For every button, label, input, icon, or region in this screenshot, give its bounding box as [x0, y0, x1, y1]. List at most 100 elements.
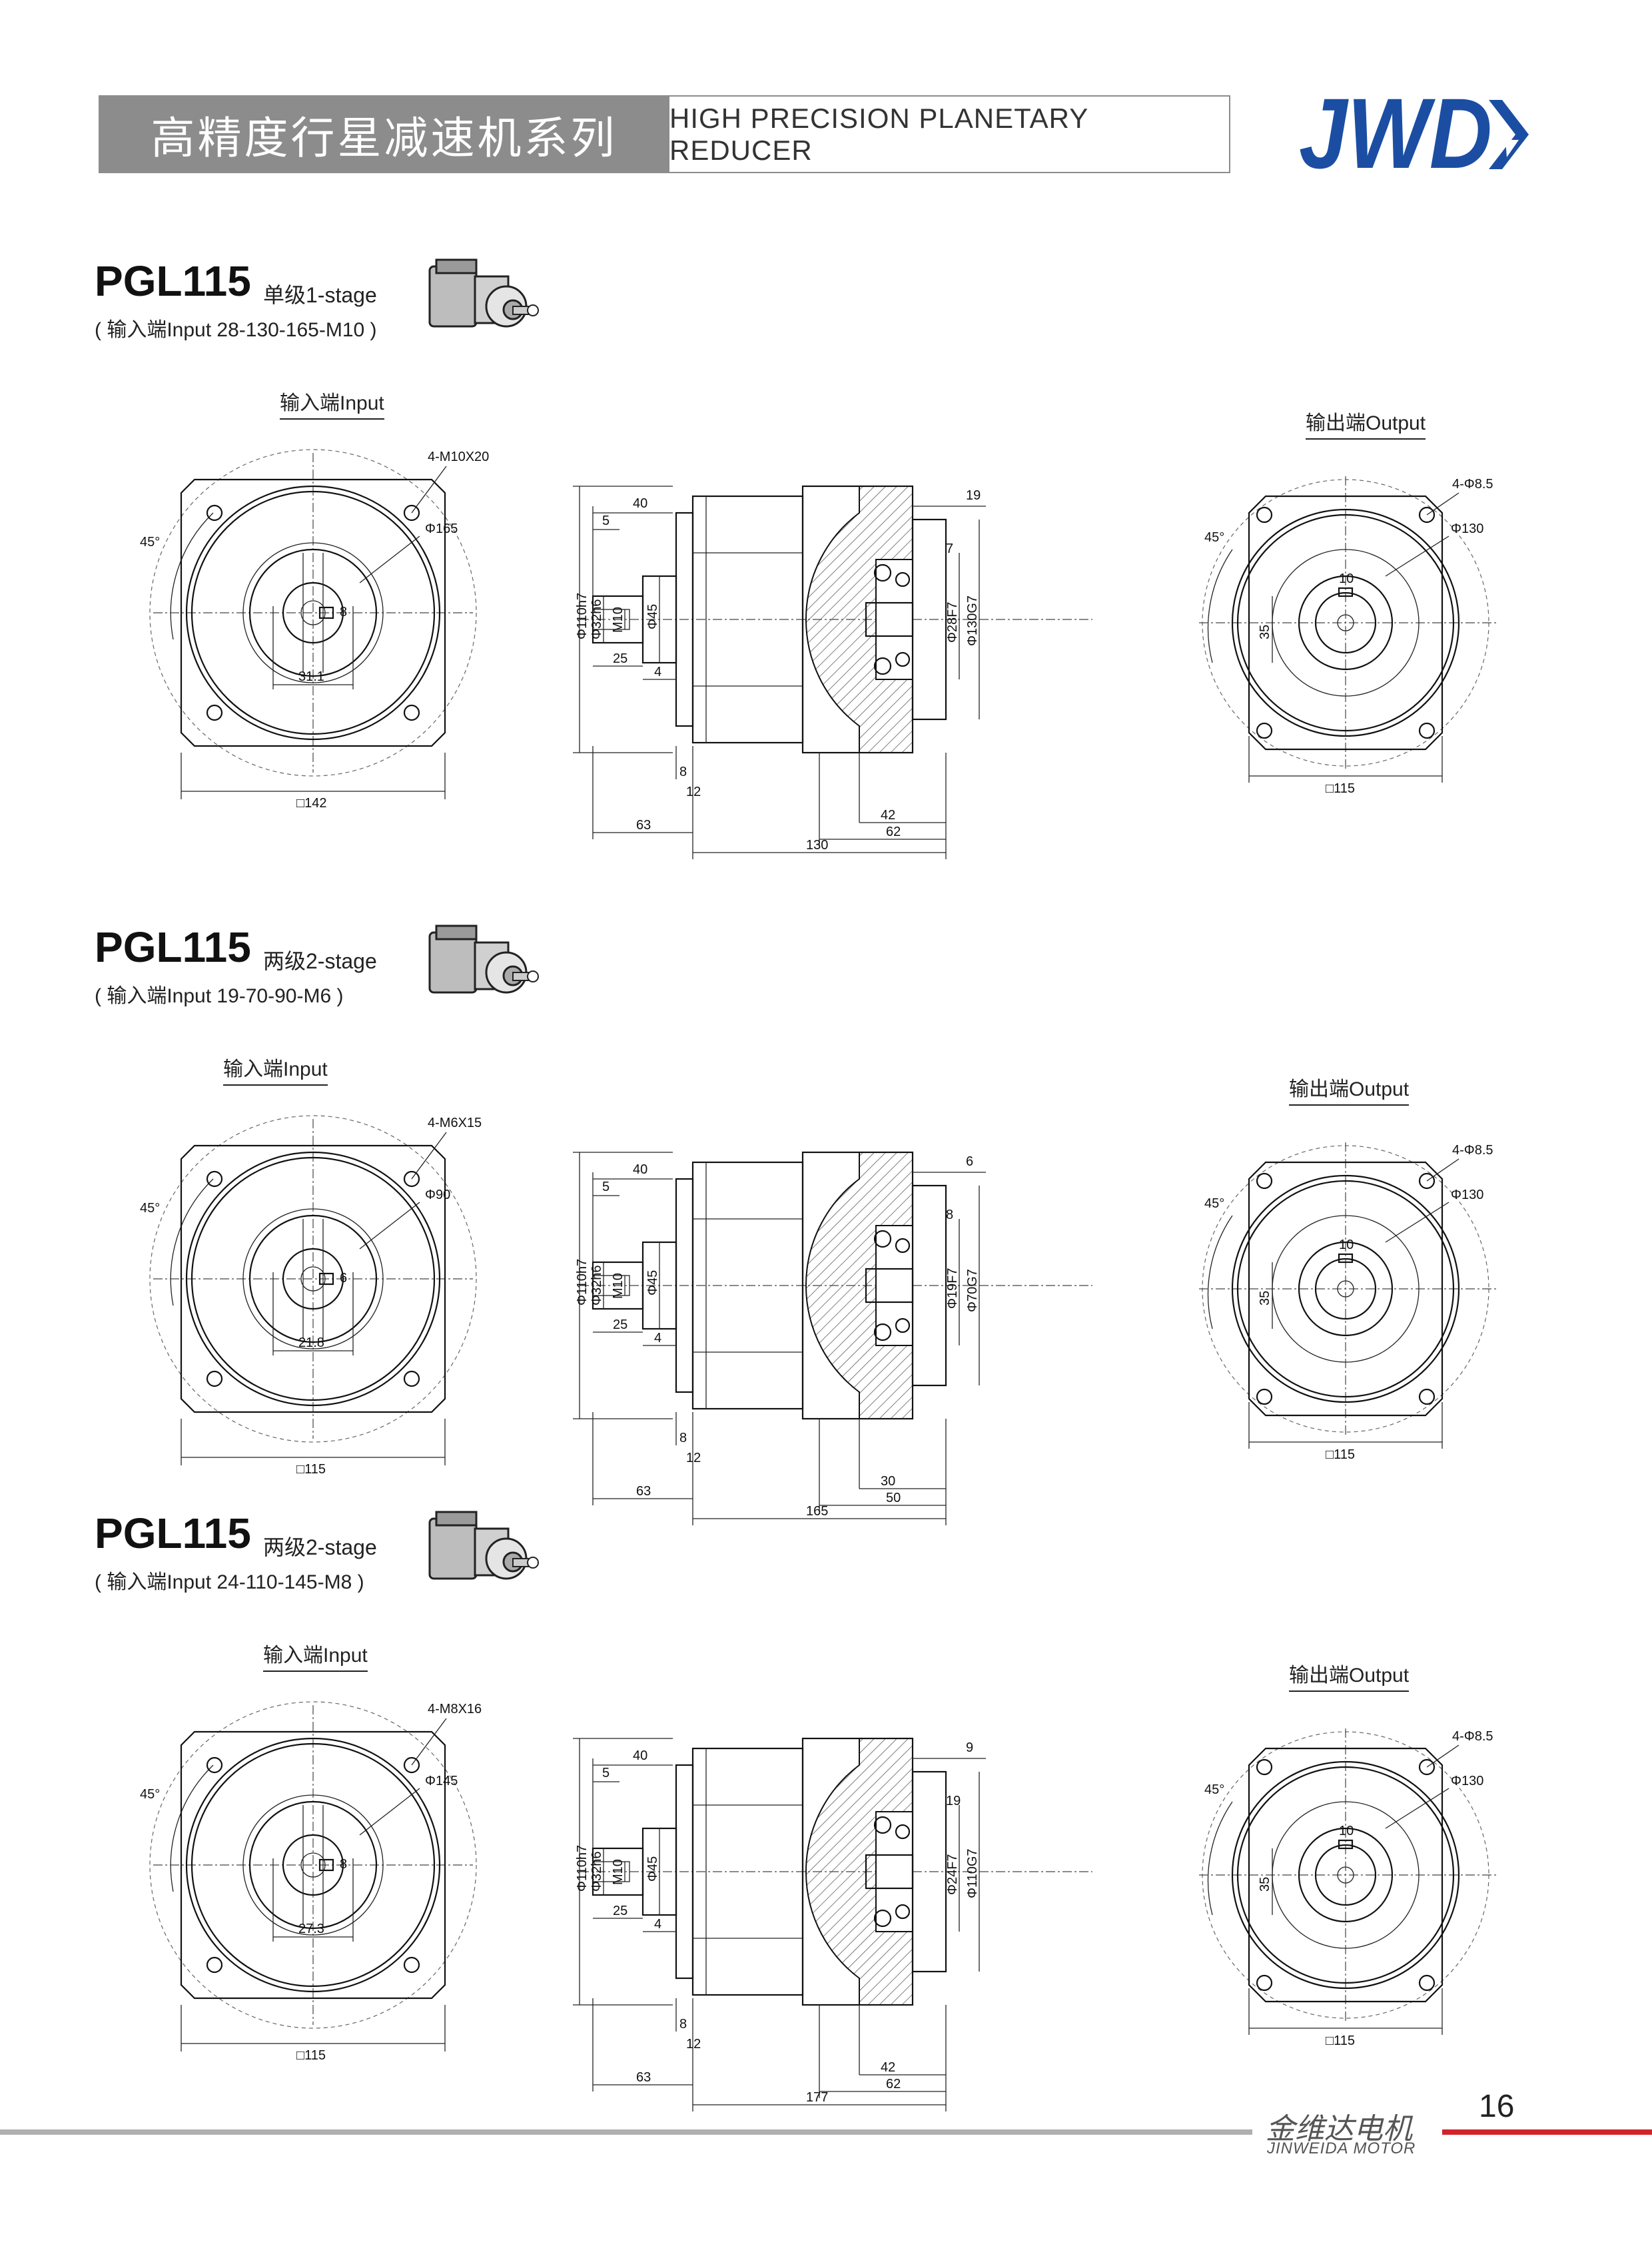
side-section-view: Φ110h7 Φ32h6 M10 Φ45 Φ24F7 Φ110G7 5 40 2…: [573, 1737, 1092, 2111]
dim-40: 40: [633, 1748, 647, 1763]
output-diameter-label: Φ110G7: [965, 1848, 980, 1898]
model-name: PGL115: [95, 1509, 251, 1557]
footer-rule-red: [1442, 2129, 1652, 2135]
output-end-view: 4-Φ8.5 Φ130 45° 10 35 □115: [1199, 1728, 1499, 2048]
dim-25: 25: [613, 651, 627, 666]
input-pcd-label: Φ145: [425, 1774, 458, 1788]
output-holes-label: 4-Φ8.5: [1452, 1729, 1493, 1744]
dim-right-4: 7: [946, 542, 953, 556]
dim-total: 165: [806, 1504, 828, 1519]
logo-chevron-icon: [1489, 100, 1529, 169]
dim-right-1: 42: [881, 2060, 895, 2075]
input-pcd-label: Φ165: [425, 522, 458, 536]
output-caption: 输出端Output: [1289, 1072, 1410, 1106]
stage-label: 两级2-stage: [263, 949, 377, 973]
input-angle-label: 45°: [140, 535, 160, 550]
shaft-thread-label: M10: [611, 1859, 625, 1885]
dim-8: 8: [679, 1431, 687, 1445]
output-caption: 输出端Output: [1289, 1659, 1410, 1692]
dim-right-2: 62: [886, 2077, 901, 2091]
output-bore-label: Φ24F7: [945, 1854, 960, 1895]
output-height-label: 35: [1258, 625, 1272, 639]
dim-63: 63: [636, 2070, 651, 2085]
input-thread-label: 4-M10X20: [428, 450, 489, 464]
dim-4: 4: [654, 665, 661, 679]
dim-63: 63: [636, 818, 651, 833]
dim-5: 5: [602, 1766, 610, 1780]
output-holes-label: 4-Φ8.5: [1452, 1143, 1493, 1158]
output-angle-label: 45°: [1204, 1782, 1224, 1797]
dim-right-4: 8: [946, 1208, 953, 1222]
input-end-view: 4-M10X20 Φ165 45° 8 31.1 □142: [140, 449, 489, 811]
shaft-diameter-label: Φ32h6: [590, 599, 604, 639]
shaft-diameter-label: Φ32h6: [590, 1266, 604, 1306]
dim-63: 63: [636, 1484, 651, 1499]
reducer-thumbnail-icon: [428, 258, 539, 328]
dim-right-4: 19: [946, 1794, 961, 1808]
input-square-label: □115: [296, 1462, 326, 1477]
model-name: PGL115: [95, 257, 251, 305]
input-pcd-label: Φ90: [425, 1188, 450, 1202]
dim-right-1: 30: [881, 1474, 895, 1489]
input-key-label: 8: [340, 605, 347, 619]
output-angle-label: 45°: [1204, 1196, 1224, 1211]
input-caption: 输入端Input: [223, 1052, 328, 1086]
stage-label: 单级1-stage: [263, 283, 377, 307]
flange-diameter-label: Φ110h7: [575, 1845, 590, 1892]
dim-right-3: 9: [966, 1740, 973, 1755]
input-angle-label: 45°: [140, 1787, 160, 1802]
flange-diameter-label: Φ110h7: [575, 1259, 590, 1306]
body-diameter-label: Φ45: [645, 1856, 660, 1882]
input-spec: ( 输入端Input 24-110-145-M8 ): [95, 1571, 364, 1593]
input-spec: ( 输入端Input 28-130-165-M10 ): [95, 319, 377, 341]
output-key-label: 10: [1339, 1238, 1354, 1252]
output-diameter-label: Φ130G7: [965, 595, 980, 646]
input-spec: ( 输入端Input 19-70-90-M6 ): [95, 985, 344, 1007]
output-angle-label: 45°: [1204, 530, 1224, 545]
output-caption: 输出端Output: [1306, 406, 1426, 440]
output-bore-label: Φ28F7: [945, 601, 960, 643]
side-section-view: Φ110h7 Φ32h6 M10 Φ45 Φ19F7 Φ70G7 5 40 25…: [573, 1151, 1092, 1525]
header-title-cn: 高精度行星减速机系列: [151, 112, 618, 164]
dim-total: 177: [806, 2090, 828, 2105]
input-end-view: 4-M6X15 Φ90 45° 6 21.8 □115: [140, 1115, 482, 1477]
output-pcd-label: Φ130: [1451, 1188, 1483, 1202]
input-shaft-label: 31.1: [298, 669, 324, 684]
dim-8: 8: [679, 2017, 687, 2032]
dim-12: 12: [686, 785, 701, 799]
side-section-view: Φ110h7 Φ32h6 M10 Φ45 Φ28F7 Φ130G7 5 40 2…: [573, 485, 1092, 859]
dim-40: 40: [633, 1162, 647, 1177]
input-end-view: 4-M8X16 Φ145 45° 8 27.3 □115: [140, 1701, 482, 2063]
dim-25: 25: [613, 1904, 627, 1918]
input-shaft-label: 27.3: [298, 1922, 324, 1936]
reducer-thumbnail-icon: [428, 1511, 539, 1580]
output-diameter-label: Φ70G7: [965, 1269, 980, 1312]
output-pcd-label: Φ130: [1451, 522, 1483, 536]
header-title-en-box: HIGH PRECISION PLANETARY REDUCER: [669, 95, 1230, 173]
dim-8: 8: [679, 765, 687, 779]
footer-brand-en: JINWEIDA MOTOR: [1267, 2139, 1416, 2157]
output-height-label: 35: [1258, 1291, 1272, 1306]
body-diameter-label: Φ45: [645, 1270, 660, 1296]
input-caption: 输入端Input: [263, 1639, 368, 1672]
model-name: PGL115: [95, 923, 251, 971]
shaft-thread-label: M10: [611, 1273, 625, 1299]
dim-4: 4: [654, 1917, 661, 1932]
dim-25: 25: [613, 1317, 627, 1332]
jwd-logo: JWD: [1299, 93, 1529, 177]
output-key-label: 10: [1339, 1824, 1354, 1838]
output-square-label: □115: [1326, 1447, 1355, 1462]
input-key-label: 8: [340, 1857, 347, 1872]
dim-5: 5: [602, 1180, 610, 1194]
dim-right-2: 62: [886, 825, 901, 839]
input-key-label: 6: [340, 1271, 347, 1286]
input-angle-label: 45°: [140, 1201, 160, 1216]
header-title-cn-box: 高精度行星减速机系列: [99, 95, 669, 173]
input-shaft-label: 21.8: [298, 1335, 324, 1350]
page-number: 16: [1479, 2089, 1515, 2124]
dim-12: 12: [686, 1451, 701, 1465]
output-key-label: 10: [1339, 571, 1354, 586]
stage-label: 两级2-stage: [263, 1535, 377, 1559]
input-caption: 输入端Input: [280, 386, 384, 420]
dim-12: 12: [686, 2037, 701, 2052]
